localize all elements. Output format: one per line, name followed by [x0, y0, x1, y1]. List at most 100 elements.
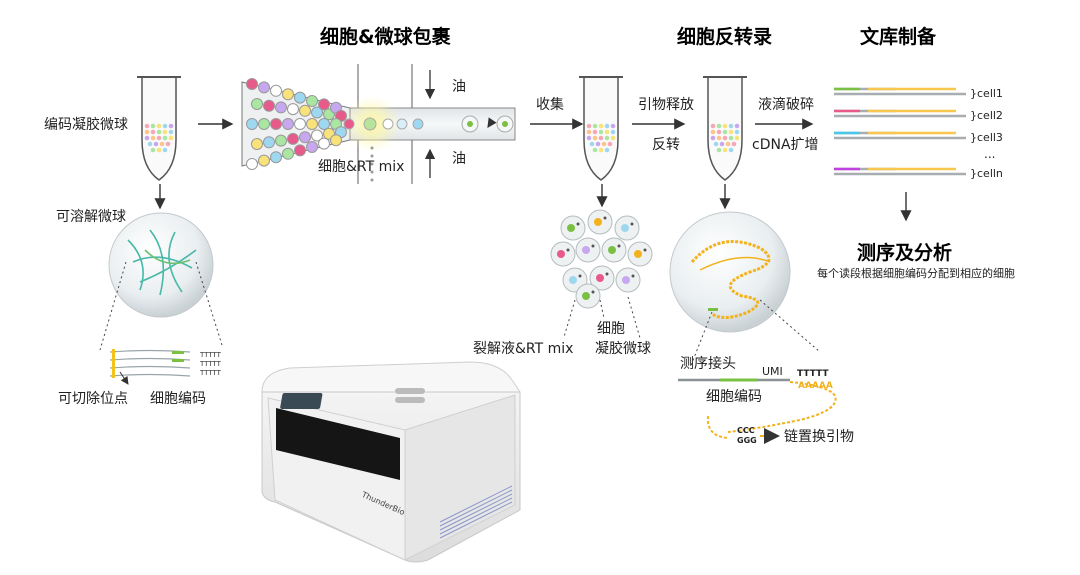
tube-beads [137, 76, 181, 181]
chip-bead [263, 99, 275, 112]
bead-dot [159, 141, 165, 147]
droplet-bead [594, 218, 602, 226]
bead-dot [586, 123, 592, 129]
droplet-bead [567, 224, 575, 232]
bead-dot [147, 141, 153, 147]
read-structure [678, 378, 837, 444]
chip-bead [258, 118, 270, 130]
bead-dot [144, 135, 150, 141]
bead-dot [162, 123, 168, 129]
bead-dot [725, 141, 731, 147]
droplet-bead [634, 250, 642, 258]
droplet-cell [591, 244, 595, 248]
bead-dot [592, 123, 598, 129]
chip-bead [318, 98, 330, 111]
bead-dot [598, 135, 604, 141]
label-collect: 收集 [536, 97, 564, 113]
bead-dot [156, 123, 162, 129]
label-seq-adapter: 测序接头 [680, 356, 736, 372]
chip-bead [306, 141, 318, 153]
chip-bead [282, 118, 294, 130]
bead-dot [150, 129, 156, 135]
droplet-cell [630, 222, 634, 226]
chip-bead [294, 144, 306, 157]
label-polyt: TTTTT [797, 369, 829, 379]
read-label-3: }cell3 [970, 131, 1003, 144]
bead-dot [734, 135, 740, 141]
chip-bead [311, 106, 323, 119]
droplet-cell [591, 290, 595, 294]
bead-dot [734, 123, 740, 129]
bead-dot [589, 141, 595, 147]
droplet-cell [643, 248, 647, 252]
label-gel-bead: 凝胶微球 [595, 341, 651, 357]
label-ccc: CCC [737, 426, 755, 435]
chip-bead [251, 138, 263, 150]
bead-dot [728, 129, 734, 135]
chip-bead [270, 118, 282, 130]
title-encapsulation: 细胞&微球包裹 [320, 26, 451, 48]
label-polya: AAAAA [798, 381, 833, 391]
bead-dot [592, 135, 598, 141]
bead-dot [162, 147, 168, 153]
chip-bead [318, 118, 330, 130]
bead-dot [156, 147, 162, 153]
chip-bead [263, 136, 275, 149]
read-ellipsis: ... [984, 147, 996, 161]
svg-text:TTTTT: TTTTT [199, 360, 222, 368]
chip-bead [287, 103, 299, 116]
droplet-cell [566, 248, 570, 252]
label-reverse: 反转 [652, 137, 680, 153]
droplet-bead [557, 250, 565, 258]
chip-bead [246, 158, 258, 170]
chip-bead [270, 151, 282, 164]
droplet-bead [622, 276, 630, 284]
label-cell: 细胞 [597, 321, 625, 337]
label-lysis-rt-mix: 裂解液&RT mix [473, 341, 574, 357]
bead-dot [604, 129, 610, 135]
bead-dot [592, 147, 598, 153]
chip-bead [275, 134, 287, 147]
bead-dot [719, 141, 725, 147]
bead-dot [168, 129, 174, 135]
bead-dot [604, 123, 610, 129]
library-reads [834, 87, 966, 176]
bead-dot [153, 141, 159, 147]
label-dissolvable-bead: 可溶解微球 [56, 209, 126, 225]
bead-dot [722, 147, 728, 153]
bead-dot [150, 147, 156, 153]
chip-bead [282, 88, 294, 101]
bead-dot [156, 129, 162, 135]
droplet-cell [617, 244, 621, 248]
tube-reverse-transcribed [703, 76, 747, 181]
bead-dot [165, 141, 171, 147]
chip-bead [299, 104, 311, 117]
label-cell-barcode-2: 细胞编码 [706, 389, 762, 405]
bead-dot [710, 129, 716, 135]
droplet-bead [582, 292, 590, 300]
chip-bead [258, 154, 270, 167]
rt-sphere [669, 211, 821, 369]
bead-dot [716, 129, 722, 135]
label-seq-note: 每个读段根据细胞编码分配到相应的细胞 [817, 267, 1015, 280]
chip-bead [311, 129, 323, 142]
chip-bead [306, 95, 318, 107]
chip-bead [258, 81, 270, 94]
droplet-bead [621, 224, 629, 232]
droplet-cluster [550, 209, 653, 309]
bead-dot [156, 135, 162, 141]
bead-dot [150, 135, 156, 141]
instrument [261, 361, 521, 563]
bead-dot [168, 135, 174, 141]
bead-dot [598, 123, 604, 129]
bead-dot [150, 123, 156, 129]
bead-dot [144, 123, 150, 129]
bead-dot [728, 135, 734, 141]
tube-collected [579, 76, 623, 181]
label-cell-barcode: 细胞编码 [150, 391, 206, 407]
label-oil-bottom: 油 [452, 151, 466, 167]
read-label-n: }celln [970, 167, 1003, 180]
bead-dot [144, 129, 150, 135]
bead-dot [610, 129, 616, 135]
